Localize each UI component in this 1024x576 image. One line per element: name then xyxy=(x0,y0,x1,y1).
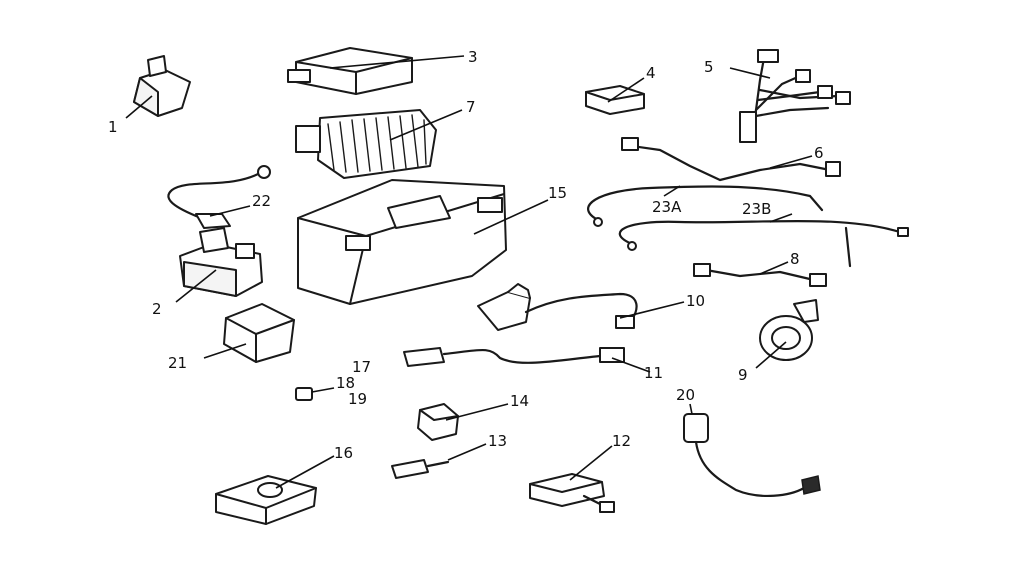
part-14-relay xyxy=(417,403,509,441)
callout-5: 5 xyxy=(704,58,714,76)
callout-6: 6 xyxy=(814,144,824,162)
part-8-short-wire xyxy=(693,261,827,287)
part-7-regulator-rectifier xyxy=(295,109,463,179)
callout-10: 10 xyxy=(686,292,705,310)
callout-18: 18 xyxy=(336,374,355,392)
callout-9: 9 xyxy=(738,366,748,384)
part-5-connector-bundle xyxy=(729,49,851,143)
part-21-flasher-relay xyxy=(203,303,295,363)
part-11-bulb-socket-lead xyxy=(403,347,651,373)
callout-23b: 23B xyxy=(742,200,771,218)
part-12-switch xyxy=(529,445,615,513)
callout-19: 19 xyxy=(348,390,367,408)
callout-22: 22 xyxy=(252,192,271,210)
callout-21: 21 xyxy=(168,354,187,372)
callout-7: 7 xyxy=(466,98,476,116)
part-10-sensor xyxy=(477,283,685,331)
callout-12: 12 xyxy=(612,432,631,450)
callout-15: 15 xyxy=(548,184,567,202)
callout-4: 4 xyxy=(646,64,656,82)
callout-23a: 23A xyxy=(652,198,682,216)
part-18-bulb xyxy=(295,387,335,401)
part-9-horn xyxy=(755,299,819,369)
callout-2: 2 xyxy=(152,300,162,318)
part-3-cdi-unit xyxy=(287,47,465,95)
callout-16: 16 xyxy=(334,444,353,462)
callout-11: 11 xyxy=(644,364,663,382)
part-16-ignition-unit xyxy=(215,455,335,525)
part-22-wire-lead xyxy=(167,165,271,229)
callout-17: 17 xyxy=(352,358,371,376)
callout-1: 1 xyxy=(108,118,118,136)
part-15-battery xyxy=(297,179,549,305)
part-2-starter-relay xyxy=(175,227,263,303)
callout-8: 8 xyxy=(790,250,800,268)
part-23b-wire xyxy=(618,213,909,268)
callout-20: 20 xyxy=(676,386,695,404)
callout-14: 14 xyxy=(510,392,529,410)
part-6-harness xyxy=(621,137,841,182)
part-23a-wire xyxy=(587,185,824,227)
part-1-relay xyxy=(125,55,191,119)
part-4-fuse xyxy=(585,77,645,115)
callout-13: 13 xyxy=(488,432,507,450)
callout-3: 3 xyxy=(468,48,478,66)
part-13-connector xyxy=(391,443,487,479)
part-20-sensor-lead xyxy=(683,403,821,498)
